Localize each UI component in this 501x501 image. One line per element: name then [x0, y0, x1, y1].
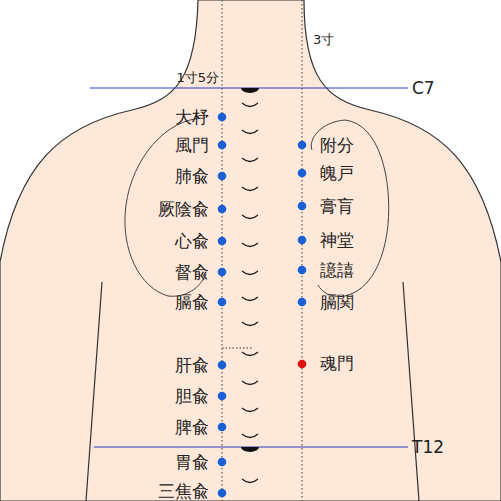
point-name: 肺兪	[175, 168, 209, 185]
acupoint-dot	[218, 141, 227, 150]
vertebra-mark	[242, 381, 258, 385]
acupoint-dot	[298, 298, 307, 307]
vertebra-mark	[242, 215, 258, 219]
point-name: 魄戸	[320, 165, 354, 182]
acupoint-dot	[218, 172, 227, 181]
acupoint-dot	[218, 237, 227, 246]
acupoint-dot	[218, 392, 227, 401]
point-name: 胆兪	[175, 388, 209, 405]
scapula-outline	[311, 120, 388, 296]
level-label: T12	[412, 439, 444, 456]
acupoint-dot	[218, 113, 227, 122]
vertebra-mark	[241, 447, 259, 452]
point-name: 譩譆	[320, 262, 354, 279]
point-name: 督兪	[175, 264, 209, 281]
vertebra-mark	[242, 408, 258, 412]
acupoint-dot	[218, 423, 227, 432]
point-name: 膈兪	[175, 294, 209, 311]
point-name: 大杼	[175, 109, 209, 126]
acupoint-dot	[298, 266, 307, 275]
point-name: 胃兪	[175, 454, 209, 471]
acupoint-dot	[218, 268, 227, 277]
point-name: 膈関	[320, 294, 354, 311]
vertebra-mark	[242, 479, 258, 483]
point-name: 風門	[175, 137, 209, 154]
vertebra-mark	[242, 130, 258, 134]
dimension-label: 1寸5分	[176, 71, 219, 84]
point-name-highlight: 魂門	[320, 355, 354, 372]
acupoint-dot	[218, 489, 227, 498]
points	[218, 113, 307, 498]
vertebra-mark	[242, 271, 258, 275]
guide-line	[222, 347, 252, 348]
arm-line	[403, 282, 419, 501]
acupoint-dot	[298, 141, 307, 150]
vertebra-mark	[242, 352, 258, 356]
point-name: 脾兪	[175, 419, 209, 436]
vertebrae	[242, 103, 258, 483]
dimension-label: 3寸	[313, 33, 334, 46]
acupoint-dot	[218, 361, 227, 370]
point-name: 三焦兪	[158, 482, 209, 499]
vertebra-mark	[242, 434, 258, 438]
point-name: 心兪	[175, 233, 209, 250]
vertebra-mark	[242, 187, 258, 191]
highlighted-point	[298, 360, 307, 369]
point-name: 厥陰兪	[158, 201, 209, 218]
acupoint-dot	[218, 458, 227, 467]
vertebra-mark	[242, 297, 258, 301]
guide-line	[301, 0, 302, 501]
point-name: 膏肓	[320, 198, 354, 215]
arm-line	[86, 282, 102, 501]
acupoint-dot	[298, 236, 307, 245]
vertebra-mark	[242, 243, 258, 247]
acupoint-dot	[298, 202, 307, 211]
acupoint-dot	[298, 169, 307, 178]
vertebra-mark	[242, 322, 258, 326]
point-name: 附分	[320, 137, 354, 154]
vertebra-mark	[241, 88, 259, 93]
level-label: C7	[412, 80, 435, 97]
point-name: 肝兪	[175, 357, 209, 374]
acupoint-dot	[218, 298, 227, 307]
vertebra-mark	[242, 158, 258, 162]
vertebra-mark	[242, 103, 258, 107]
acupoint-dot	[218, 205, 227, 214]
point-name: 神堂	[320, 232, 354, 249]
